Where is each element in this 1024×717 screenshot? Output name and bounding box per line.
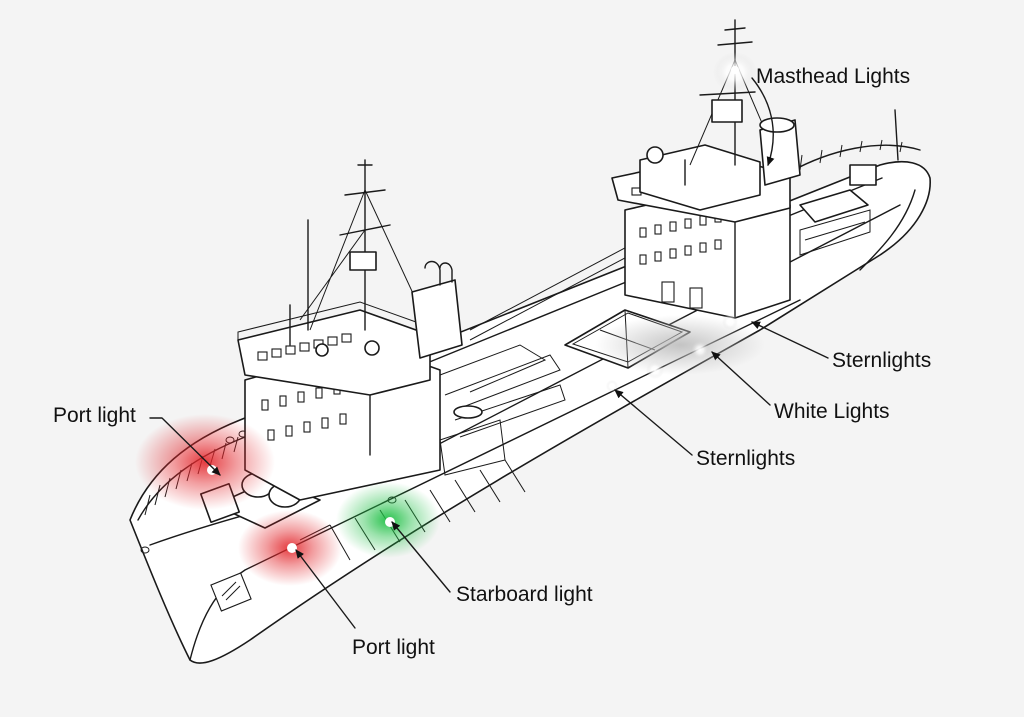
white-light-lamp-1 <box>646 361 664 379</box>
forward-superstructure <box>237 159 566 501</box>
leader-port-light-lower <box>295 549 356 629</box>
starboard-light-lamp <box>385 517 395 527</box>
light-glows <box>135 52 765 586</box>
sternlight-lamp-upper <box>722 314 738 330</box>
aft-superstructure <box>611 19 899 319</box>
white-light-lamp-2 <box>691 341 709 359</box>
leader-sternlights-lower <box>614 389 693 456</box>
port-light-lower-lamp <box>287 543 297 553</box>
label-masthead-lights: Masthead Lights <box>756 65 910 88</box>
label-starboard-light: Starboard light <box>456 583 593 606</box>
leader-sternlights-upper <box>751 321 829 359</box>
label-port-light-lower: Port light <box>352 636 435 659</box>
callout-leaders <box>149 77 829 629</box>
masthead-light-lamp <box>731 66 739 74</box>
label-sternlights-upper: Sternlights <box>832 349 931 372</box>
callout-labels: Masthead Lights Sternlights White Lights… <box>53 65 931 659</box>
leader-masthead-lights <box>751 77 775 166</box>
leader-port-light-upper <box>149 417 221 476</box>
leader-starboard-light <box>391 521 451 593</box>
white-lights-haze <box>595 315 765 375</box>
leader-white-lights <box>711 351 771 406</box>
sternlight-lamp-lower <box>606 380 618 392</box>
label-port-light-upper: Port light <box>53 404 136 427</box>
port-light-forward-glow <box>135 414 275 510</box>
label-white-lights: White Lights <box>774 400 890 423</box>
label-sternlights-lower: Sternlights <box>696 447 795 470</box>
